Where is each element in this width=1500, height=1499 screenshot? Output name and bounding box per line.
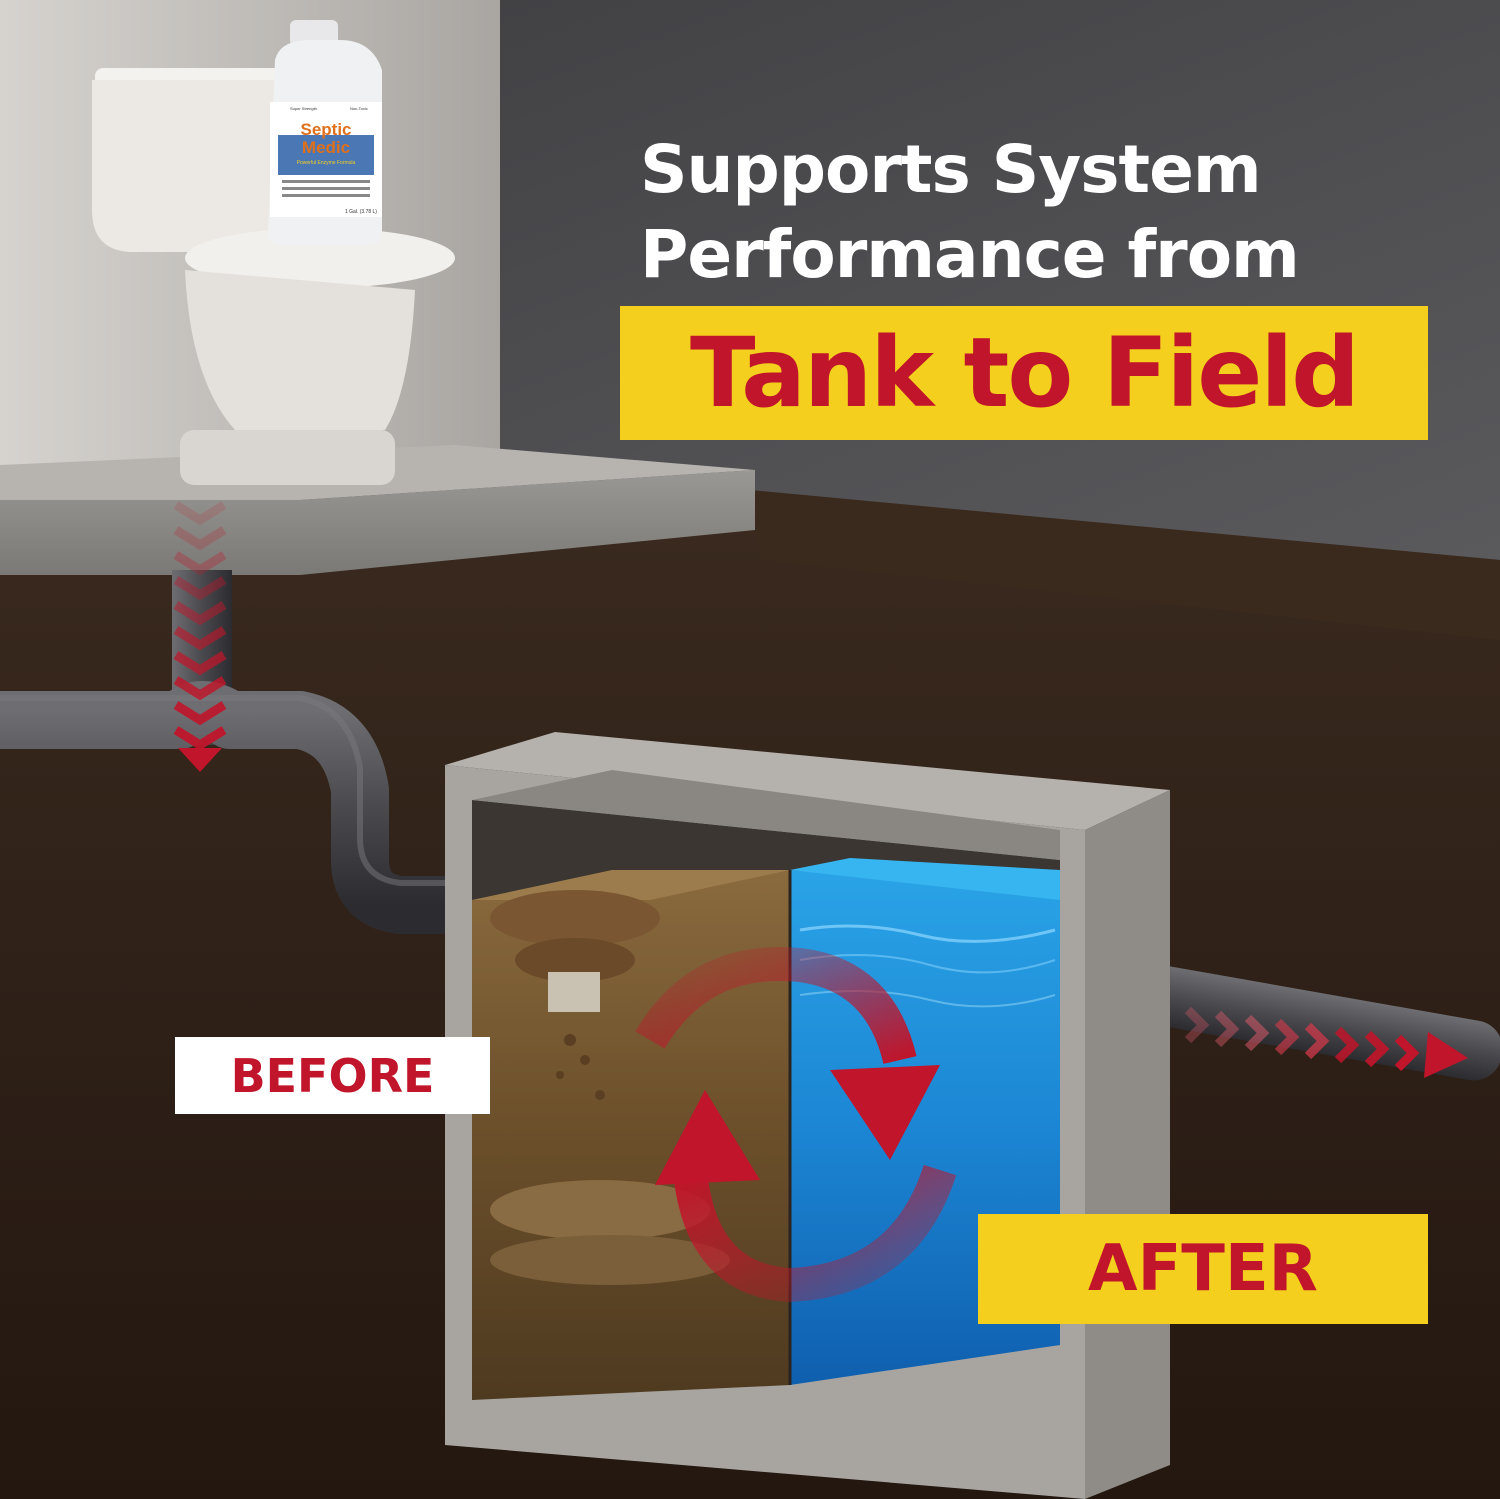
septic-tank	[445, 732, 1170, 1499]
after-label-box: AFTER	[978, 1214, 1428, 1324]
headline-highlight: Tank to Field	[690, 317, 1360, 429]
headline-line1: Supports System	[640, 131, 1262, 208]
headline-line2: Performance from	[640, 216, 1300, 293]
tank-inner-back	[472, 770, 1060, 860]
tank-top-rim	[445, 732, 1170, 830]
after-label: AFTER	[1088, 1232, 1318, 1306]
product-bottle-image: Septic Medic Powerful Enzyme Formula Sup…	[268, 20, 382, 245]
outlet-pipe	[1087, 957, 1500, 1081]
soil-top-surface	[750, 490, 1500, 640]
before-label: BEFORE	[230, 1048, 435, 1103]
toilet-illustration	[92, 68, 455, 485]
before-label-box: BEFORE	[175, 1037, 490, 1114]
bottle-brand-line1: Septic	[300, 120, 351, 139]
bottle-brand-line2: Medic	[302, 138, 350, 157]
bottle-corner-right: Non-Toxic	[350, 106, 368, 111]
cycle-arrows	[635, 947, 957, 1303]
flow-down-chevrons	[173, 501, 227, 772]
bottle-corner-left: Super Strength	[290, 106, 317, 111]
cycle-arrow-down	[635, 947, 917, 1065]
flow-right-chevrons	[1184, 1006, 1468, 1078]
inlet-pipe	[0, 681, 445, 934]
bottle-tagline: Powerful Enzyme Formula	[297, 160, 356, 166]
tank-right-wall	[1085, 790, 1170, 1499]
headline-highlight-box: Tank to Field	[620, 306, 1428, 440]
floor-slab-front	[0, 470, 755, 575]
cycle-arrow-up	[673, 1164, 957, 1303]
murky-water-before	[472, 870, 790, 1400]
bottle-size: 1 Gal. (3.78 L)	[345, 209, 377, 215]
